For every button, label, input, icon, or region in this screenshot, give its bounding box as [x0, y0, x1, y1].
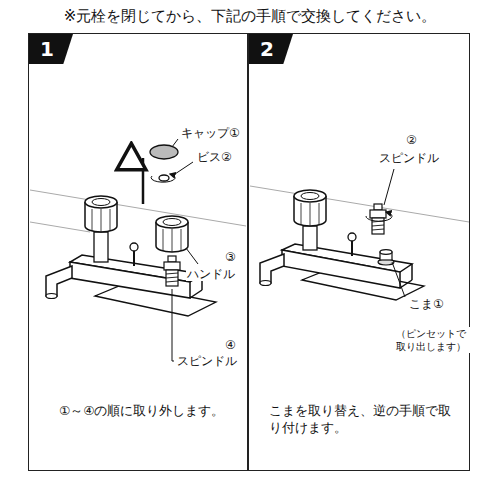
- step-caption: ①～④の順に取り外します。: [59, 402, 241, 419]
- callout-label: ハンドル: [186, 267, 236, 281]
- callout-label: スピンドル: [176, 354, 238, 368]
- note-heading: ※元栓を閉じてから、下記の手順で交換してください。: [0, 7, 500, 25]
- step2-drawing: [250, 169, 469, 300]
- step-caption: こまを取り替え、逆の手順で取り付けます。: [269, 402, 461, 436]
- callout-label: スピンドル: [378, 151, 440, 165]
- callout-label: ②: [405, 133, 418, 147]
- callout-label: キャップ①: [180, 126, 241, 140]
- step1-drawing: [30, 139, 246, 361]
- callout-label: ③: [224, 250, 237, 264]
- callout-label: ④: [224, 338, 237, 352]
- step-number: 2: [249, 34, 293, 64]
- callout-label: ビス②: [196, 150, 233, 164]
- callout-label: こま①: [408, 297, 445, 311]
- step-panel: 1 ①～④の順に取り外します。: [28, 33, 248, 471]
- callout-label: （ピンセットで 取り出します）: [392, 327, 470, 353]
- step-panel: 2 こまを取り替え、逆の手順で取り付けます。: [248, 33, 470, 471]
- step-number: 1: [29, 34, 73, 64]
